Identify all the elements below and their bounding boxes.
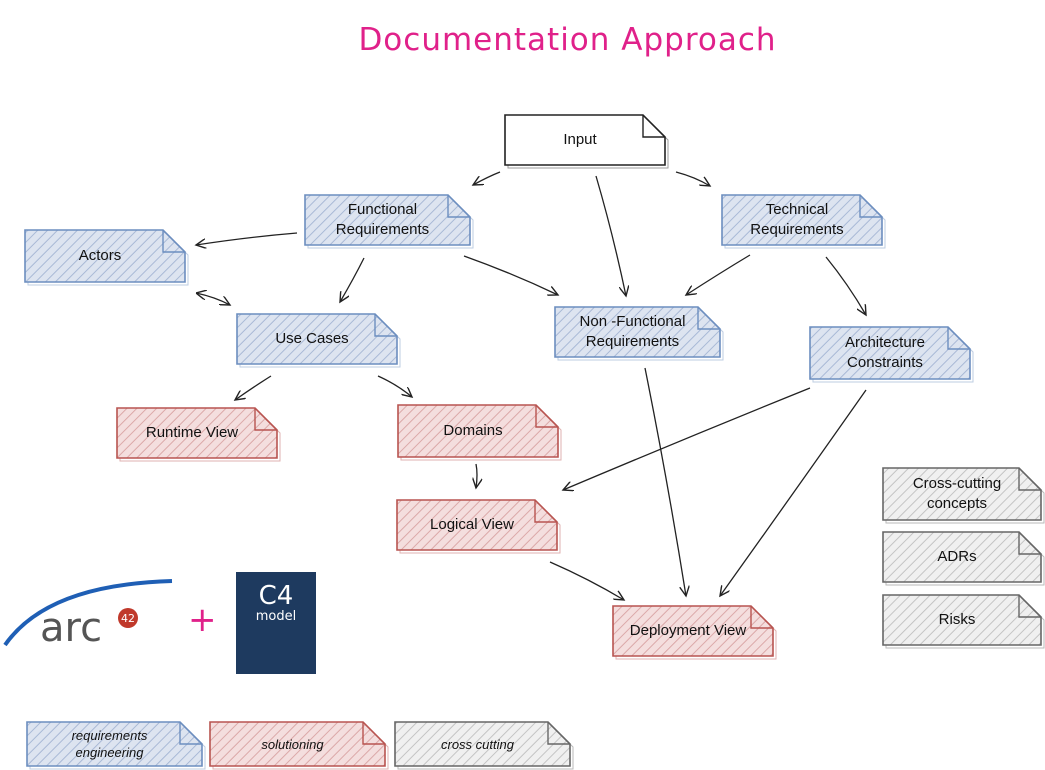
edge-constraints-to-deployment — [720, 389, 867, 596]
edge-usecases-to-domains — [377, 375, 412, 397]
edge-logical-to-deployment — [549, 561, 624, 600]
node-label-technical: Technical Requirements — [750, 201, 844, 238]
node-technical — [721, 194, 886, 249]
node-label-deployment: Deployment View — [629, 622, 747, 639]
node-runtime — [116, 407, 281, 462]
edge-actors-to-usecases — [196, 293, 230, 305]
edge-input-to-functional — [473, 171, 501, 185]
node-adrs — [882, 531, 1045, 586]
edge-domains-to-logical — [476, 463, 477, 488]
diagram-title: Documentation Approach — [0, 22, 1045, 58]
node-input — [504, 114, 669, 169]
arc42-badge: 42 — [121, 612, 135, 625]
legend-item-solutioning — [209, 721, 389, 770]
edge-technical-to-constraints — [825, 256, 866, 315]
node-label-crosscut: Cross-cutting concepts — [912, 475, 1002, 512]
node-usecases — [236, 313, 401, 368]
node-label-risks: Risks — [938, 611, 976, 628]
edge-functional-to-actors — [196, 232, 298, 245]
legend-label-requirements: requirements engineering — [71, 728, 148, 760]
node-label-domains: Domains — [443, 422, 503, 439]
node-constraints — [809, 326, 974, 383]
diagram-title-text: Documentation Approach — [358, 22, 777, 58]
edge-nonfunctional-to-deployment — [644, 367, 686, 596]
edge-usecases-to-runtime — [235, 375, 272, 400]
node-logical — [396, 499, 561, 554]
c4-model-book: C4 model — [236, 572, 316, 674]
node-label-nonfunctional: Non -Functional Requirements — [579, 313, 686, 350]
edge-functional-to-usecases — [340, 257, 365, 302]
plus-sign: + — [188, 600, 217, 640]
node-label-functional: Functional Requirements — [335, 201, 430, 238]
legend-label-crosscutting: cross cutting — [441, 736, 514, 752]
edge-technical-to-nonfunctional — [686, 254, 751, 295]
node-crosscut — [882, 467, 1045, 524]
node-deployment — [612, 605, 777, 660]
legend-item-crosscutting — [394, 721, 574, 770]
node-actors — [24, 229, 189, 286]
node-label-constraints: Architecture Constraints — [844, 334, 926, 371]
c4-title: C4 — [258, 581, 294, 611]
c4-subtitle: model — [255, 609, 297, 624]
arc42-logo: arc 42 — [3, 579, 173, 651]
node-label-usecases: Use Cases — [275, 330, 349, 347]
arc42-text: arc — [40, 605, 102, 651]
edge-constraints-to-logical — [563, 387, 811, 490]
node-label-input: Input — [563, 131, 597, 148]
node-functional — [304, 194, 474, 249]
edge-functional-to-nonfunctional — [463, 255, 558, 295]
node-domains — [397, 404, 562, 461]
legend-item-requirements — [26, 721, 206, 770]
node-label-logical: Logical View — [430, 516, 514, 533]
node-label-adrs: ADRs — [937, 548, 977, 565]
node-risks — [882, 594, 1045, 649]
edge-input-to-technical — [675, 171, 710, 186]
legend-label-solutioning: solutioning — [261, 736, 324, 752]
node-label-actors: Actors — [78, 247, 122, 264]
node-label-runtime: Runtime View — [145, 424, 239, 441]
edge-input-to-nonfunctional — [595, 175, 626, 296]
node-nonfunctional — [554, 306, 724, 361]
